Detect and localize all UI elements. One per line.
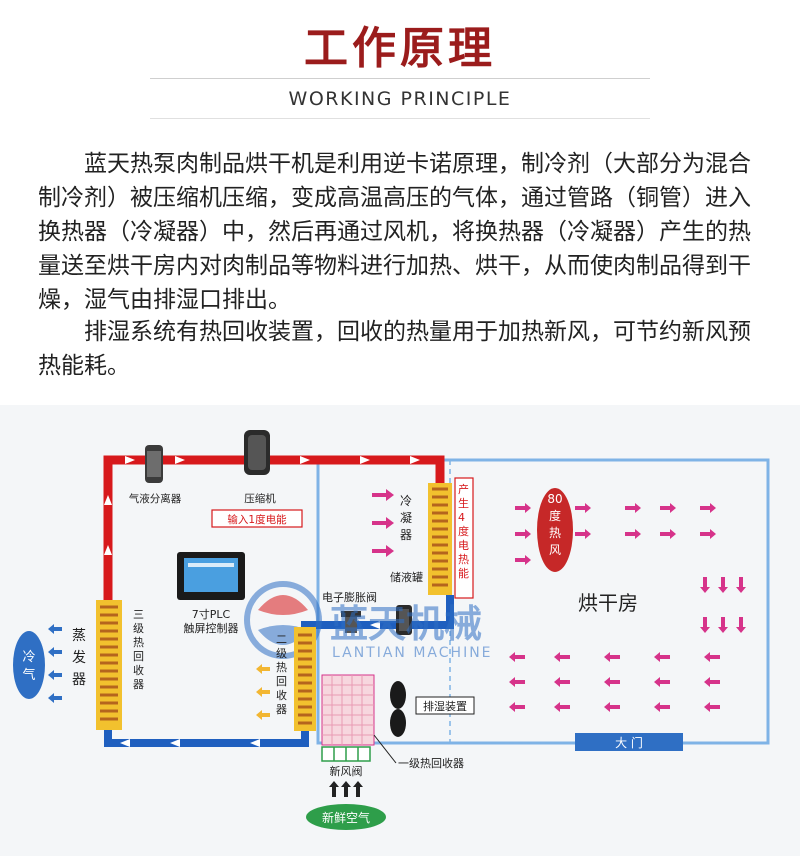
brand-watermark: 蓝天机械 LANTIAN MACHINE bbox=[244, 581, 493, 661]
liquid-receiver-label: 储液罐 bbox=[390, 570, 423, 584]
fresh-air-inflow-arrows bbox=[329, 781, 363, 797]
compressor-label: 压缩机 bbox=[244, 492, 276, 505]
page-subtitle: WORKING PRINCIPLE bbox=[288, 88, 512, 110]
main-door-label: 大 门 bbox=[615, 735, 643, 750]
dehumidifier-box bbox=[415, 696, 475, 715]
input-energy-box bbox=[211, 509, 303, 528]
page-title: 工作原理 bbox=[304, 23, 496, 74]
drying-room-label: 烘干房 bbox=[578, 591, 638, 615]
secondary-recovery-label: 二级热回收器 bbox=[276, 633, 287, 716]
main-door bbox=[575, 733, 683, 751]
gas-liquid-separator-label: 气液分离器 bbox=[129, 492, 182, 505]
fresh-air-badge bbox=[306, 804, 386, 830]
title-divider bbox=[150, 78, 650, 79]
intro-paragraph-2: 排湿系统有热回收装置，回收的热量用于加热新风，可节约新风预热能耗。 bbox=[38, 319, 751, 379]
gas-liquid-separator bbox=[145, 445, 163, 483]
tertiary-recovery-label: 三级热回收器 bbox=[133, 608, 144, 691]
primary-recovery-label: 一级热回收器 bbox=[398, 756, 464, 770]
secondary-recovery-coil bbox=[294, 627, 316, 731]
dehumidifier-fan-icon bbox=[390, 681, 406, 737]
condenser-coil bbox=[428, 483, 452, 595]
liquid-receiver-icon bbox=[396, 605, 412, 635]
intro-paragraph-1: 蓝天热泵肉制品烘干机是利用逆卡诺原理，制冷剂（大部分为混合制冷剂）被压缩机压缩，… bbox=[38, 151, 751, 313]
fresh-air-badge-label: 新鲜空气 bbox=[322, 810, 370, 825]
drying-room-hot-airflow-arrows bbox=[515, 503, 716, 565]
cold-air-badge-label: 冷气 bbox=[22, 650, 35, 683]
evaporator-label: 蒸发器 bbox=[72, 628, 86, 688]
plc-controller-icon bbox=[177, 552, 245, 600]
subtitle-divider bbox=[150, 118, 650, 119]
compressor-icon bbox=[244, 430, 270, 475]
primary-recovery-leader bbox=[373, 734, 397, 764]
watermark-brand-text: 蓝天机械 bbox=[330, 602, 482, 646]
drying-room-return-airflow-arrows bbox=[509, 652, 720, 712]
input-energy-label: 输入1度电能 bbox=[227, 513, 287, 526]
condenser-airflow-arrows bbox=[372, 489, 394, 557]
secondary-recovery-airflow-arrows bbox=[256, 664, 270, 720]
hot-pipe-flow-arrows bbox=[104, 456, 420, 555]
output-heat-box bbox=[454, 477, 474, 599]
primary-recovery-unit bbox=[321, 674, 375, 746]
hot-air-badge bbox=[537, 488, 573, 572]
cold-air-badge bbox=[13, 631, 45, 699]
fresh-air-valve-icon bbox=[321, 746, 371, 762]
watermark-brand-en-text: LANTIAN MACHINE bbox=[332, 645, 493, 661]
condenser-label: 冷凝器 bbox=[400, 494, 412, 542]
drying-room-down-arrows bbox=[700, 577, 746, 633]
cold-pipe-flow-arrows bbox=[120, 621, 380, 747]
fresh-air-valve-label: 新风阀 bbox=[330, 764, 363, 778]
evaporator-airflow-arrows bbox=[48, 624, 62, 703]
dehumidifier-label: 排湿装置 bbox=[423, 699, 467, 713]
expansion-valve-label: 电子膨胀阀 bbox=[322, 590, 377, 604]
evaporator-coil bbox=[96, 600, 122, 730]
expansion-valve-icon bbox=[341, 611, 361, 633]
